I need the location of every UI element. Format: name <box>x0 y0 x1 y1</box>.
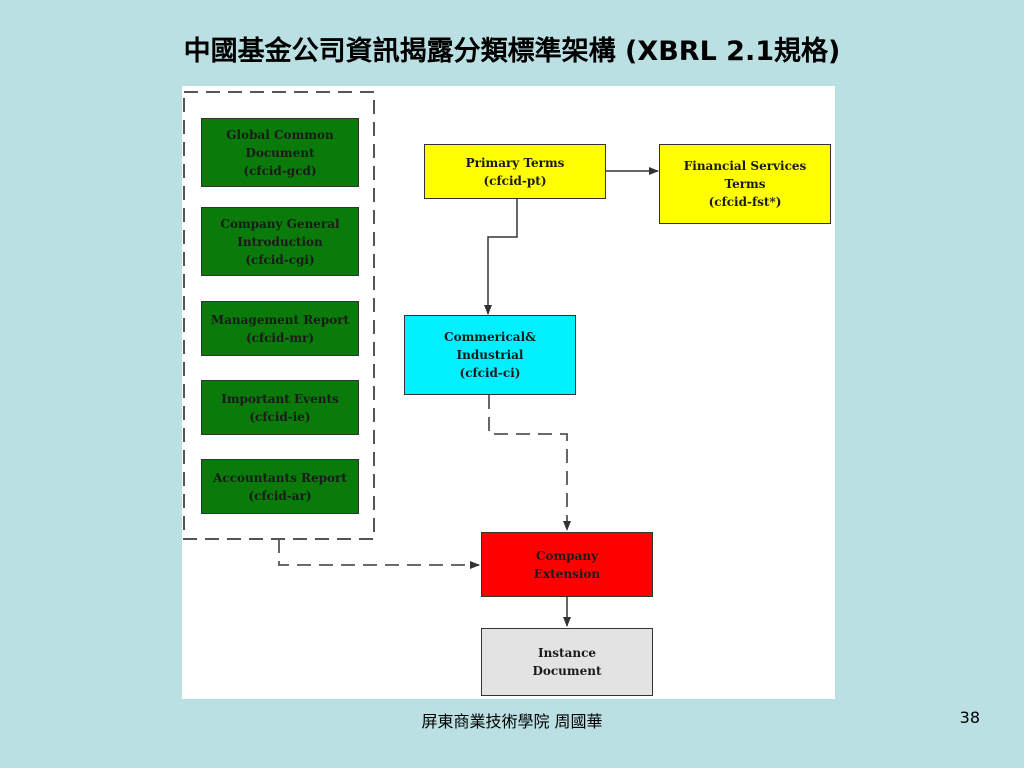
global-common-document-box: Global Common Document (cfcid-gcd) <box>201 118 359 187</box>
company-extension-line2: Extension <box>533 566 601 581</box>
company-general-introduction-line2: Introduction <box>237 234 323 249</box>
arrow-commercial-to-extension <box>488 395 571 531</box>
global-common-document-code: (cfcid-gcd) <box>243 163 317 178</box>
management-report-code: (cfcid-mr) <box>245 330 315 345</box>
important-events-code: (cfcid-ie) <box>249 409 311 424</box>
important-events-box: Important Events (cfcid-ie) <box>201 380 359 435</box>
instance-document-line2: Document <box>532 664 602 678</box>
financial-services-code: (cfcid-fst*) <box>708 195 782 209</box>
arrow-primary-to-commercial <box>484 199 518 315</box>
commercial-industrial-box: Commerical& Industrial (cfcid-ci) <box>404 315 576 395</box>
financial-services-line2: Terms <box>724 177 766 191</box>
instance-document-line1: Instance <box>537 646 597 660</box>
primary-terms-line1: Primary Terms <box>465 155 565 170</box>
slide-title: 中國基金公司資訊揭露分類標準架構 (XBRL 2.1規格) <box>183 36 841 67</box>
important-events-line1: Important Events <box>221 391 339 406</box>
company-extension-box: Company Extension <box>481 532 653 597</box>
accountants-report-code: (cfcid-ar) <box>248 488 312 503</box>
company-general-introduction-line1: Company General <box>220 216 340 231</box>
accountants-report-box: Accountants Report (cfcid-ar) <box>201 459 359 514</box>
commercial-industrial-code: (cfcid-ci) <box>459 366 521 380</box>
commercial-industrial-line1: Commerical& <box>444 330 536 344</box>
financial-services-terms-box: Financial Services Terms (cfcid-fst*) <box>659 144 831 224</box>
accountants-report-line1: Accountants Report <box>213 470 347 485</box>
management-report-box: Management Report (cfcid-mr) <box>201 301 359 356</box>
company-general-introduction-box: Company General Introduction (cfcid-cgi) <box>201 207 359 276</box>
arrow-group-to-extension <box>278 539 480 569</box>
commercial-industrial-line2: Industrial <box>456 348 524 362</box>
management-report-line1: Management Report <box>210 312 350 327</box>
company-general-introduction-code: (cfcid-cgi) <box>245 252 315 267</box>
footer-institution: 屏東商業技術學院 周國華 <box>421 712 603 731</box>
global-common-document-line2: Document <box>245 145 315 160</box>
page-number: 38 <box>959 708 980 727</box>
instance-document-box: Instance Document <box>481 628 653 696</box>
primary-terms-box: Primary Terms (cfcid-pt) <box>424 144 606 199</box>
taxonomy-diagram: Global Common Document (cfcid-gcd) Compa… <box>182 86 835 699</box>
primary-terms-code: (cfcid-pt) <box>483 173 547 188</box>
diagram-connectors <box>183 91 659 627</box>
company-extension-line1: Company <box>535 548 599 563</box>
financial-services-line1: Financial Services <box>683 159 807 173</box>
global-common-document-line1: Global Common <box>226 127 334 142</box>
